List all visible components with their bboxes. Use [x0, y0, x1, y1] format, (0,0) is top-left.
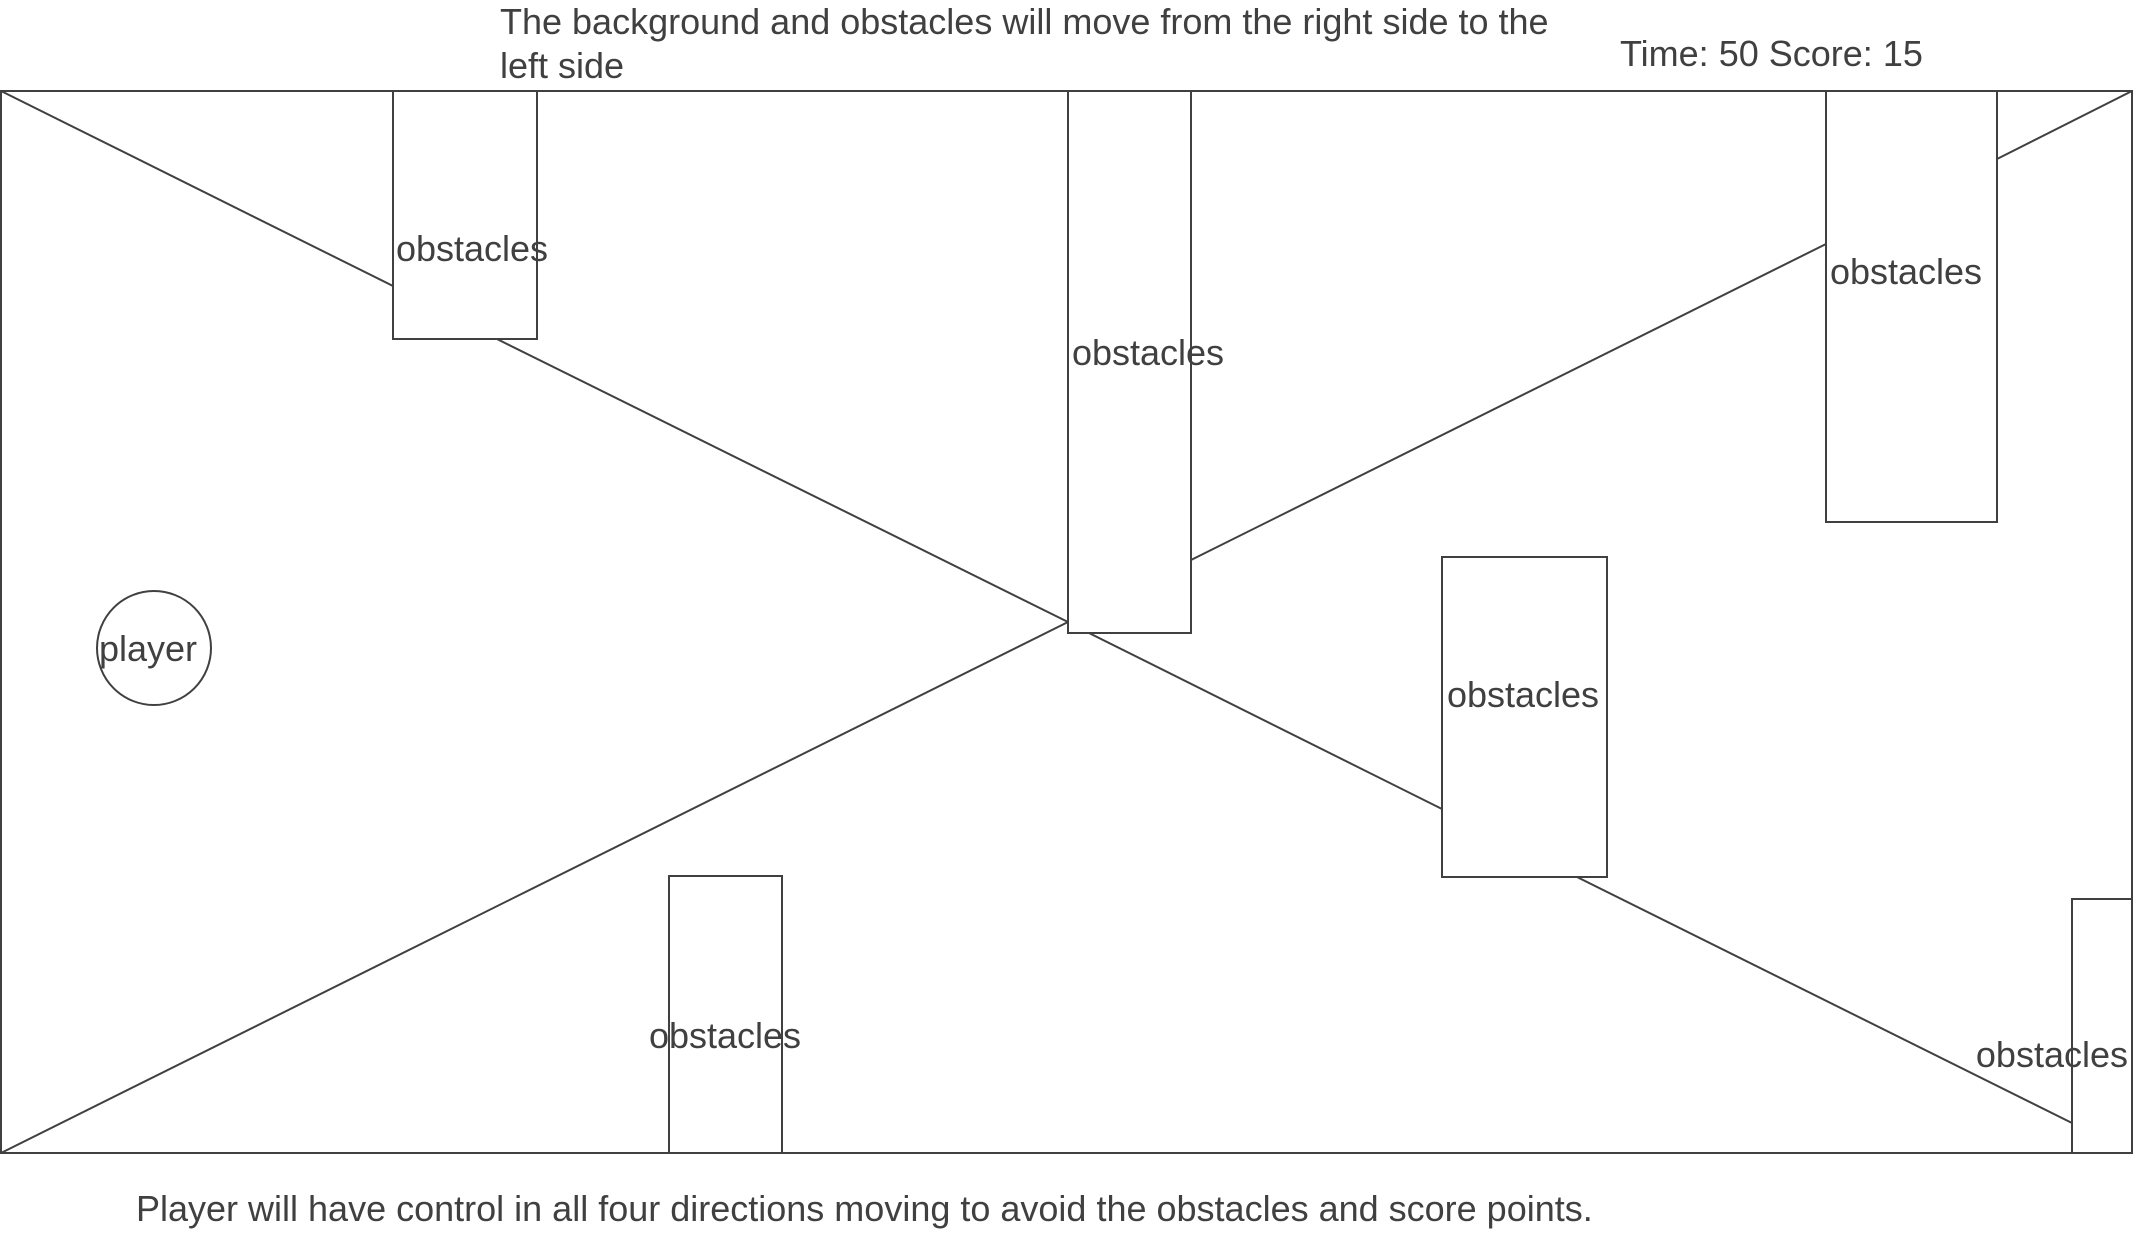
obstacle-box — [1825, 90, 1998, 523]
obstacle-label: obstacles — [1830, 251, 1982, 292]
cross-line-segment — [0, 90, 394, 287]
bottom-note: Player will have control in all four dir… — [136, 1188, 1593, 1229]
obstacle-box — [1441, 556, 1608, 878]
cross-line-segment — [496, 338, 1069, 623]
cross-line-segment — [1190, 243, 1827, 561]
obstacle-box — [1067, 90, 1192, 634]
obstacle: obstacles — [1441, 556, 1608, 878]
cross-line-segment — [1088, 632, 1443, 810]
obstacle: obstacles — [1067, 90, 1224, 634]
score-label: Score: — [1768, 33, 1873, 74]
obstacle-box — [392, 90, 538, 340]
obstacle: obstacles — [649, 875, 801, 1154]
obstacle: obstacles — [392, 90, 548, 340]
obstacle: obstacles — [1825, 90, 1998, 523]
obstacle-label: obstacles — [1976, 1034, 2128, 1075]
cross-line-segment — [0, 621, 1069, 1154]
player-circle — [96, 590, 212, 706]
game-area-frame — [0, 90, 2133, 1154]
player-label: player — [99, 628, 197, 669]
time-value: 50 — [1718, 33, 1759, 74]
top-note: The background and obstacles will move f… — [500, 1, 1549, 86]
obstacle: obstacles — [1976, 898, 2133, 1154]
score-value: 15 — [1882, 33, 1923, 74]
obstacle-label: obstacles — [396, 228, 548, 269]
obstacle-box — [2071, 898, 2133, 1154]
cross-line-segment — [1996, 90, 2133, 160]
obstacle-label: obstacles — [1072, 332, 1224, 373]
time-label: Time: — [1620, 33, 1709, 74]
cross-line-segment — [1576, 876, 2073, 1124]
background-cross — [0, 90, 2133, 1154]
obstacle-box — [668, 875, 783, 1154]
obstacle-label: obstacles — [649, 1015, 801, 1056]
hud: Time: 50 Score: 15 — [1620, 32, 1923, 76]
player: player — [96, 590, 212, 706]
obstacle-label: obstacles — [1447, 674, 1599, 715]
